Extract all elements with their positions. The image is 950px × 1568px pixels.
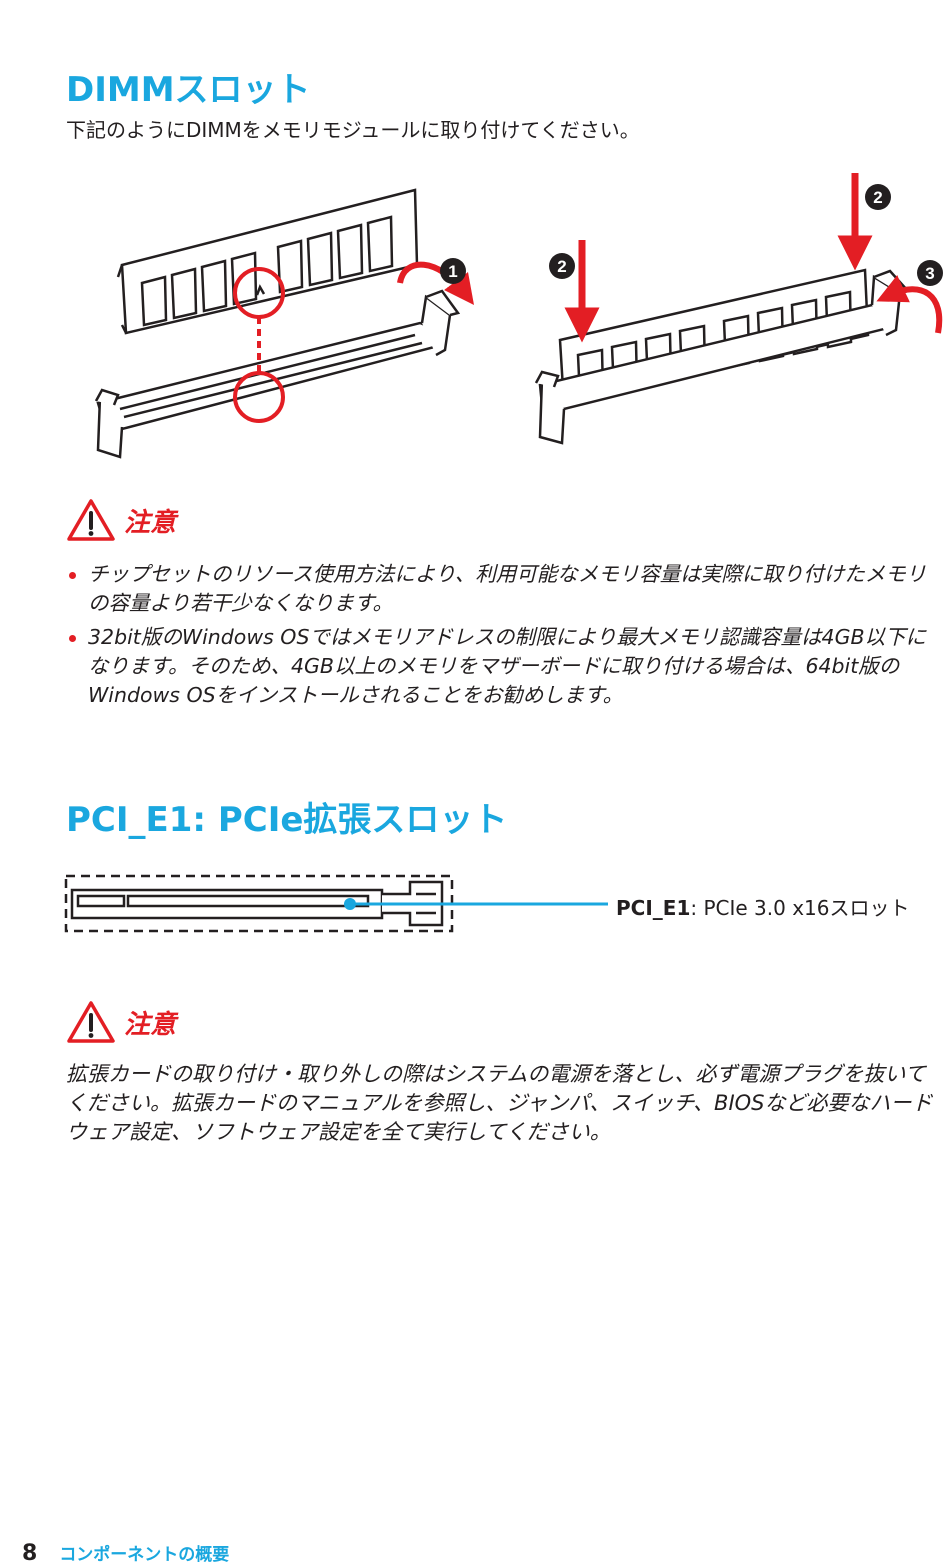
warning-triangle-icon <box>67 499 115 541</box>
caution-label-2: 注意 <box>124 1009 177 1040</box>
dimm-installation-illustration: 1 2 2 3 <box>94 173 943 459</box>
page-number: 8 <box>22 1541 38 1566</box>
dimm-notch-markers <box>233 267 285 423</box>
caution-list-1: チップセットのリソース使用方法により、利用可能なメモリ容量は実際に取り付けたメモ… <box>66 560 946 715</box>
warning-triangle-icon <box>67 1001 115 1043</box>
dimm-step1-diagram <box>94 188 461 459</box>
caution-label-1: 注意 <box>124 507 177 538</box>
list-item: 32bit版のWindows OSではメモリアドレスの制限により最大メモリ認識容… <box>66 623 946 710</box>
latch-lock-arrow-icon <box>876 275 943 334</box>
pcie-section-title: PCI_E1: PCIe拡張スロット <box>66 800 508 840</box>
caution-heading-1: 注意 <box>66 498 176 542</box>
page-footer: 8 コンポーネントの概要 <box>22 1540 229 1566</box>
pcie-slot-label: PCI_E1: PCIe 3.0 x16スロット <box>616 892 910 921</box>
step-badge-1: 1 <box>448 262 457 281</box>
list-item: チップセットのリソース使用方法により、利用可能なメモリ容量は実際に取り付けたメモ… <box>66 560 946 618</box>
caution-heading-2: 注意 <box>66 1000 176 1044</box>
dimm-step2-diagram <box>534 268 911 445</box>
footer-section-name: コンポーネントの概要 <box>59 1545 230 1565</box>
slot-name: PCI_E1 <box>616 896 691 920</box>
step-badge-2a: 2 <box>557 257 566 276</box>
step-number-badges: 1 2 2 3 <box>440 184 943 286</box>
caution-text-2: 拡張カードの取り付け・取り外しの際はシステムの電源を落とし、必ず電源プラグを抜い… <box>66 1062 933 1144</box>
step-badge-3: 3 <box>925 264 934 283</box>
step-badge-2b: 2 <box>873 188 882 207</box>
dimm-intro-text: 下記のようにDIMMをメモリモジュールに取り付けてください。 <box>66 118 640 142</box>
dimm-section-title: DIMMスロット <box>66 70 311 110</box>
pcie-slot-illustration <box>64 874 608 933</box>
slot-description: : PCIe 3.0 x16スロット <box>690 896 910 920</box>
